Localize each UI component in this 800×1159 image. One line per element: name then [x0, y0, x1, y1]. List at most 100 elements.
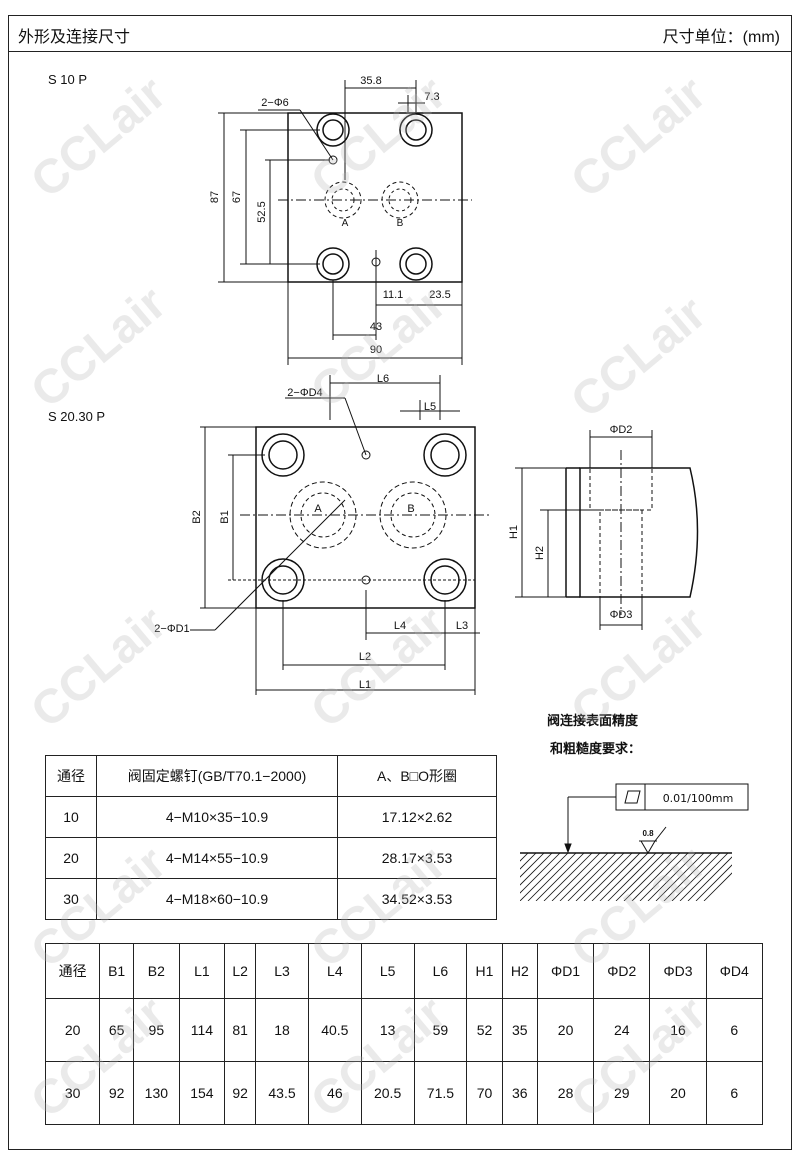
cell: 20.5 [360, 1061, 415, 1125]
s2030p-port-a: A [314, 503, 322, 515]
cell: 20 [536, 998, 595, 1062]
header-cell: 阀固定螺钉(GB/T70.1−2000) [96, 755, 338, 797]
header-cell: L4 [307, 943, 362, 999]
cell: 92 [99, 1061, 135, 1125]
dim-43: 43 [370, 321, 382, 333]
cell: 29 [593, 1061, 651, 1125]
header-cell: ΦD1 [536, 943, 595, 999]
surface-req-line2: 和粗糙度要求： [550, 741, 642, 756]
dim-l1: L1 [359, 679, 371, 691]
cell: 10 [45, 796, 97, 838]
cell: 20 [44, 998, 101, 1062]
cell: 30 [45, 878, 97, 920]
s10p-bolt-holes [316, 113, 433, 281]
unit-label: 尺寸单位：(mm) [662, 29, 780, 46]
cell: 154 [178, 1061, 226, 1125]
cell: 30 [44, 1061, 101, 1125]
cell: 92 [224, 1061, 257, 1125]
dim-l4: L4 [394, 620, 406, 632]
s2030p-port-b: B [407, 503, 414, 515]
header-cell: L3 [255, 943, 309, 999]
header-cell: L6 [413, 943, 468, 999]
cell: 43.5 [255, 1061, 309, 1125]
header-cell: H2 [501, 943, 538, 999]
hatching [520, 853, 732, 901]
dim-h1: H1 [508, 525, 520, 539]
header-cell: B1 [99, 943, 135, 999]
s2030p-label: S 20.30 P [48, 409, 105, 424]
surface-symbol [520, 783, 749, 854]
dim-35-8: 35.8 [360, 75, 381, 87]
header-cell: B2 [133, 943, 180, 999]
dim-h2: H2 [534, 546, 546, 560]
s10p-port-a: A [342, 218, 349, 229]
s2030p-plate [190, 375, 490, 695]
cell: 81 [224, 998, 257, 1062]
dim-11-1: 11.1 [383, 289, 404, 301]
side-view [515, 430, 699, 630]
cell: 59 [413, 998, 468, 1062]
header-cell: A、B□O形圈 [337, 755, 497, 797]
header-cell: L5 [360, 943, 415, 999]
table-header-row: 通径 阀固定螺钉(GB/T70.1−2000) A、B□O形圈 [45, 755, 497, 797]
s2030p-bolt-holes [261, 433, 467, 602]
cell: 28.17×3.53 [337, 837, 497, 879]
s10p-plate [218, 80, 472, 365]
s10p-port-b: B [397, 218, 404, 229]
cell: 36 [501, 1061, 538, 1125]
cell: 13 [360, 998, 415, 1062]
dim-b2: B2 [191, 510, 203, 523]
header: 外形及连接尺寸 尺寸单位：(mm) [8, 15, 792, 52]
cell: 6 [705, 998, 764, 1062]
cell: 20 [649, 1061, 707, 1125]
dim-67: 67 [231, 191, 243, 203]
section-title: 外形及连接尺寸 [18, 29, 131, 46]
cell: 4−M18×60−10.9 [96, 878, 338, 920]
cell: 71.5 [413, 1061, 468, 1125]
header-cell: L1 [178, 943, 226, 999]
dim-87: 87 [209, 191, 221, 203]
cell: 46 [307, 1061, 362, 1125]
header-cell: ΦD3 [649, 943, 707, 999]
cell: 52 [466, 998, 503, 1062]
dim-90: 90 [370, 344, 382, 356]
dim-b1: B1 [219, 510, 231, 523]
header-cell: H1 [466, 943, 503, 999]
dim-l5: L5 [424, 401, 436, 413]
header-cell: ΦD4 [705, 943, 764, 999]
s10p-label: S 10 P [48, 72, 87, 87]
header-cell: ΦD2 [593, 943, 651, 999]
dim-52-5: 52.5 [256, 201, 268, 222]
dim-l2: L2 [359, 651, 371, 663]
cell: 95 [133, 998, 180, 1062]
dim-l6: L6 [377, 373, 389, 385]
header-cell: L2 [224, 943, 257, 999]
cell: 130 [133, 1061, 180, 1125]
cell: 40.5 [307, 998, 362, 1062]
cell: 4−M10×35−10.9 [96, 796, 338, 838]
cell: 114 [178, 998, 226, 1062]
header-cell: 通径 [44, 943, 101, 999]
dim-7-3: 7.3 [424, 91, 439, 103]
header-cell: 通径 [45, 755, 97, 797]
dim-23-5: 23.5 [429, 289, 450, 301]
cell: 24 [593, 998, 651, 1062]
dim-l3: L3 [456, 620, 468, 632]
dim-holes-phi6: 2−Φ6 [261, 97, 288, 109]
dim-d4: 2−ΦD4 [287, 387, 322, 399]
flatness-value: 0.01/100mm [663, 792, 734, 805]
dim-d1: 2−ΦD1 [154, 623, 189, 635]
cell: 20 [45, 837, 97, 879]
cell: 17.12×2.62 [337, 796, 497, 838]
cell: 70 [466, 1061, 503, 1125]
page-frame [8, 15, 792, 1150]
